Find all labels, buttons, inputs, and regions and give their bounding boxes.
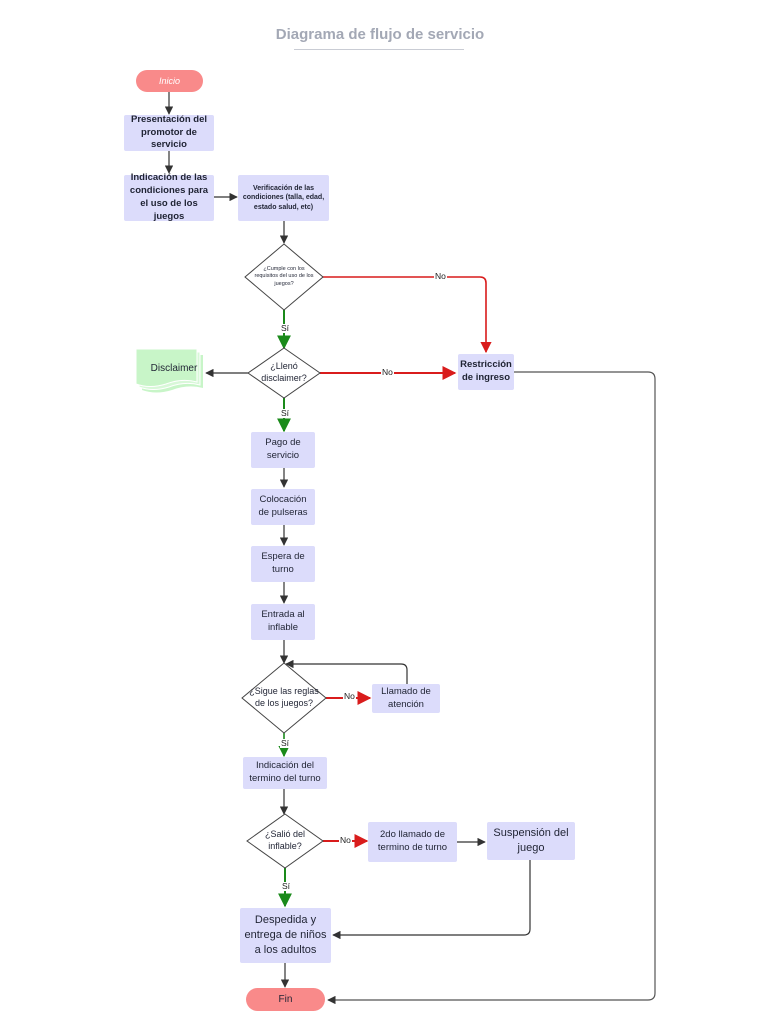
edge-restriccion-fin [327,371,656,1005]
decision-salio: ¿Salió del inflable? [264,829,306,851]
process-verificacion: Verificación de las condiciones (talla, … [238,175,329,221]
process-indicacion-condiciones: Indicación de las condiciones para el us… [124,172,214,222]
process-colocacion: Colocación de pulseras [251,489,315,525]
edge-label-lleno-no: No [381,367,394,377]
edge-label-salio-no: No [339,835,352,845]
edge-label-cumple-si: Sí [280,323,291,333]
edge-label-cumple-no: No [434,271,447,281]
terminal-fin: Fin [246,988,325,1011]
diagram-title: Diagrama de flujo de servicio [275,26,485,43]
document-disclaimer-shape [135,348,203,393]
decision-sigue-shape [241,662,327,734]
edge-suspension-despedida [332,860,531,940]
decision-cumple-shape [244,243,324,311]
decision-lleno-shape [247,347,321,399]
process-suspension: Suspensión del juego [487,822,575,860]
process-segundo-llamado: 2do llamado de termino de turno [368,822,457,862]
process-pago: Pago de servicio [251,432,315,468]
process-presentacion: Presentación del promotor de servicio [124,114,214,151]
terminal-inicio: Inicio [136,70,203,92]
process-llamado: Llamado de atención [372,684,440,713]
edge-cumple-no [322,276,492,354]
edge-label-sigue-no: No [343,691,356,701]
decision-lleno: ¿Llenó disclaimer? [261,361,307,383]
document-disclaimer: Disclaimer [150,363,198,374]
process-indicacion-termino: Indicación del termino del turno [243,757,327,789]
decision-salio-shape [246,813,324,869]
decision-sigue: ¿Sigue las reglas de los juegos? [249,686,319,708]
edge-label-salio-si: Sí [281,881,292,891]
title-underline [294,49,464,50]
process-despedida: Despedida y entrega de niños a los adult… [240,908,331,963]
process-restriccion: Restricción de ingreso [458,354,514,390]
decision-cumple: ¿Cumple con los requisitos del uso de lo… [254,265,314,287]
process-espera: Espera de turno [251,546,315,582]
edge-label-sigue-si: Sí [280,738,291,748]
edge-llamado-loop [285,659,408,684]
edge-label-lleno-si: Sí [280,408,291,418]
process-entrada: Entrada al inflable [251,604,315,640]
